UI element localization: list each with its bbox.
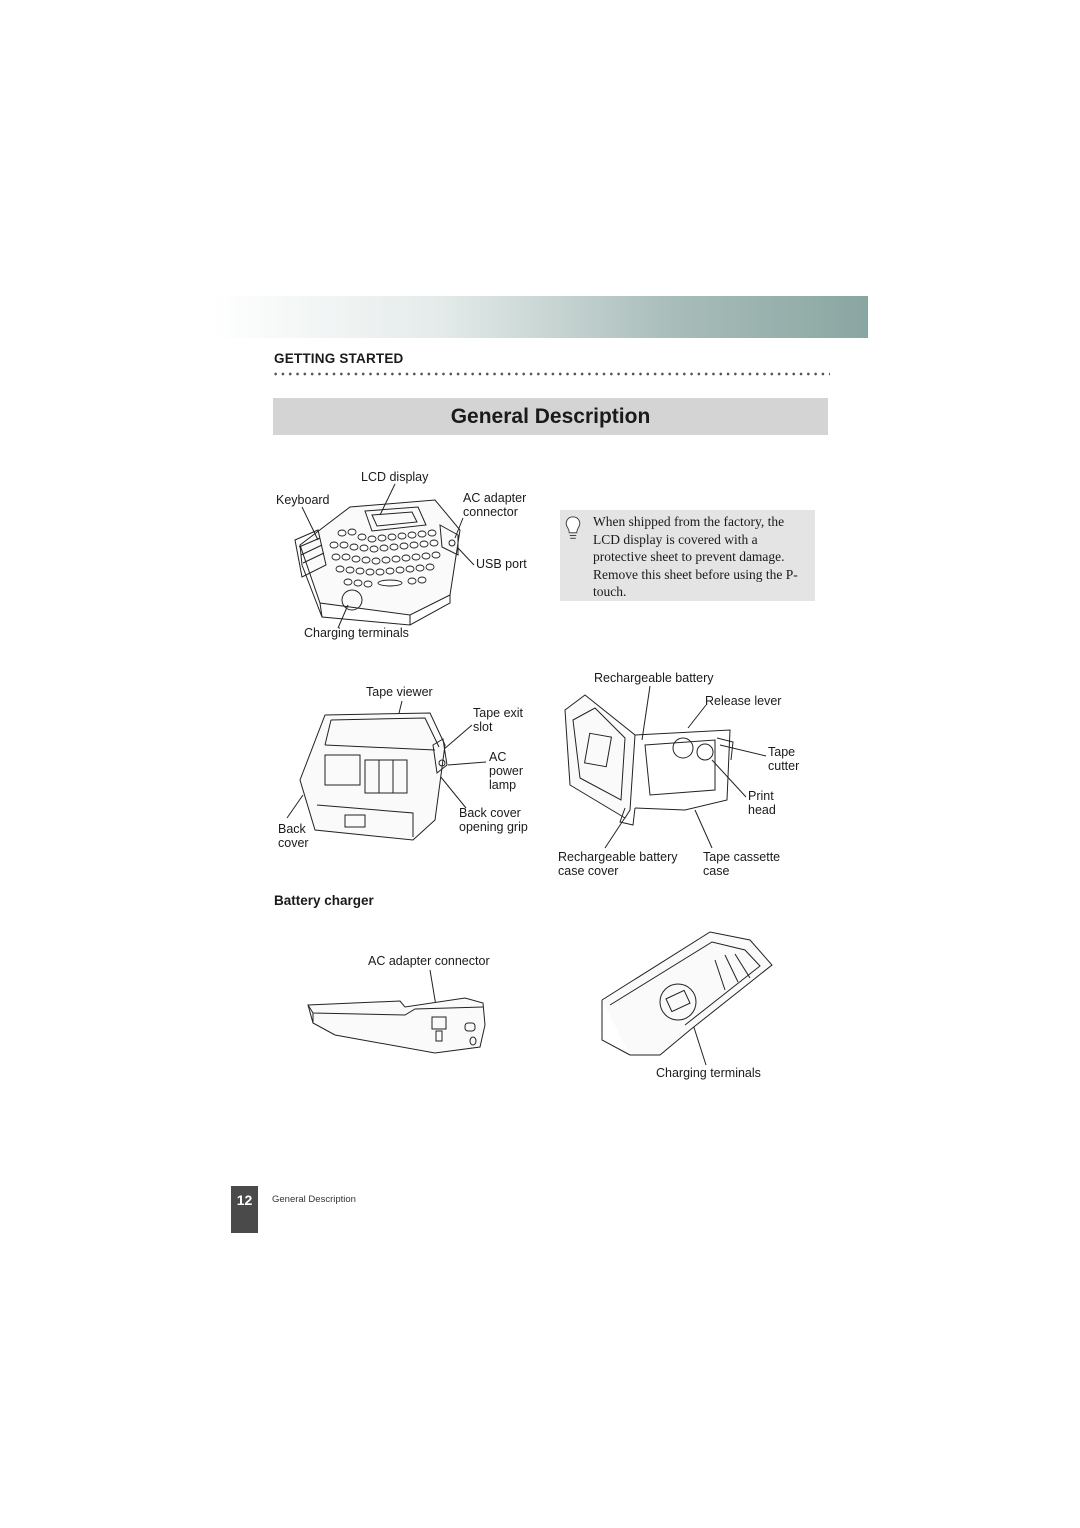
page-number: 12: [236, 1192, 253, 1208]
label-charger-charging-terminals: Charging terminals: [656, 1066, 761, 1080]
label-release-lever: Release lever: [705, 694, 782, 708]
title-bar: General Description: [273, 398, 828, 435]
label-back-cover: Back cover: [278, 822, 309, 850]
page-number-tab: 12: [231, 1186, 258, 1233]
ptouch-back-illustration: [295, 705, 460, 845]
label-ac-adapter-connector: AC adapter connector: [463, 491, 527, 519]
ptouch-top-illustration: [290, 485, 480, 625]
label-tape-cutter: Tape cutter: [768, 745, 800, 773]
note-box: [560, 510, 815, 601]
label-tape-cassette-case: Tape cassette case: [703, 850, 781, 878]
label-charging-terminals: Charging terminals: [304, 626, 409, 640]
dotted-divider: [272, 371, 830, 377]
charger-top-illustration: [600, 930, 775, 1060]
page-title: General Description: [450, 404, 651, 428]
label-ac-power-lamp: AC power lamp: [489, 750, 524, 792]
header-band: [210, 296, 868, 338]
section-title: GETTING STARTED: [274, 351, 404, 366]
label-keyboard: Keyboard: [276, 493, 330, 507]
label-charger-ac-adapter-connector: AC adapter connector: [368, 954, 490, 968]
label-rechargeable-battery: Rechargeable battery: [594, 671, 714, 685]
label-lcd-display: LCD display: [361, 470, 429, 484]
label-battery-case-cover: Rechargeable battery case cover: [558, 850, 678, 878]
label-tape-exit-slot: Tape exit slot: [473, 706, 524, 734]
battery-charger-heading: Battery charger: [274, 893, 374, 908]
footer-text: General Description: [272, 1194, 356, 1205]
label-tape-viewer: Tape viewer: [366, 685, 433, 699]
lightbulb-icon: [564, 516, 582, 542]
label-print-head: Print head: [748, 789, 776, 817]
label-usb-port: USB port: [476, 557, 527, 571]
note-text: When shipped from the factory, the LCD d…: [593, 514, 798, 599]
charger-side-illustration: [305, 995, 490, 1055]
ptouch-open-illustration: [555, 690, 750, 830]
label-back-cover-opening-grip: Back cover opening grip: [459, 806, 528, 834]
